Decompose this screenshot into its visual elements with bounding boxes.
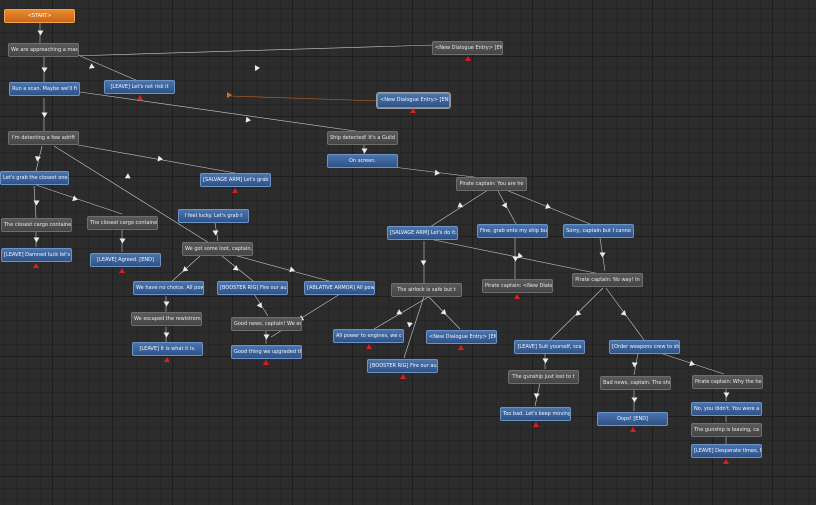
end-marker-icon — [458, 345, 464, 350]
dialogue-node[interactable]: [BOOSTER RIG] Fire our aux — [367, 359, 438, 373]
dialogue-node-end[interactable]: <New Dialogue Entry> [END] — [377, 93, 450, 108]
connector-arrow — [41, 112, 48, 118]
dialogue-node[interactable]: Pirate captain: No way! In — [572, 273, 643, 287]
dialogue-node[interactable]: [ABLATIVE ARMOR] All power — [304, 281, 375, 295]
connector-arrow — [631, 397, 638, 403]
dialogue-node[interactable]: No, you didn't. You were a — [691, 402, 762, 416]
dialogue-node[interactable]: [BOOSTER RIG] Fire our aux — [217, 281, 288, 295]
dialogue-node-end[interactable]: Too bad. Let's keep moving — [500, 407, 571, 421]
connector-arrow — [542, 358, 549, 364]
dialogue-node-end[interactable]: [LEAVE] Agreed. [END] — [90, 253, 161, 267]
dialogue-node[interactable]: Fine, grab onto my ship bu — [477, 224, 548, 238]
dialogue-node[interactable]: Sorry, captain but I canno — [563, 224, 634, 238]
end-marker-icon — [232, 188, 238, 193]
dialogue-node-end[interactable]: [LEAVE] Desperate times, N — [691, 444, 762, 458]
connector-arrow — [599, 252, 606, 258]
dialogue-node-end[interactable]: All power to engines, we c — [333, 329, 404, 343]
dialogue-node-end[interactable]: Good thing we upgraded the — [231, 345, 302, 359]
connector-arrow — [163, 301, 170, 307]
dialogue-node-end[interactable]: Oops! [END] — [597, 412, 668, 426]
connector-arrow — [361, 148, 368, 154]
connector-arrow — [245, 116, 252, 124]
end-marker-icon — [514, 294, 520, 299]
connector-arrow — [533, 393, 540, 399]
connector-arrow — [631, 362, 638, 368]
connector-arrow — [406, 322, 413, 328]
end-marker-icon — [119, 268, 125, 273]
start-node[interactable]: <START> — [4, 9, 75, 23]
dialogue-node[interactable]: [SALVAGE ARM] Let's do it. — [387, 226, 458, 240]
connector-arrow — [157, 155, 164, 163]
connector-arrow — [723, 392, 730, 398]
end-marker-icon — [465, 56, 471, 61]
connector-arrow — [33, 237, 40, 243]
end-marker-icon — [164, 357, 170, 362]
dialogue-node-end[interactable]: <New Dialogue Entry> [END] — [432, 41, 503, 55]
connector-arrow — [212, 230, 219, 236]
dialogue-node[interactable]: We escaped the rewlstrom, — [131, 312, 202, 326]
dialogue-node[interactable]: The gunship just lost to t — [508, 370, 579, 384]
dialogue-node[interactable]: Pirate captain: Why the he — [692, 375, 763, 389]
connector-arrow — [33, 200, 40, 206]
dialogue-node[interactable]: The gunship is leaving, ca — [691, 423, 762, 437]
dialogue-node[interactable]: [Order weapons crew to sho — [609, 340, 680, 354]
dialogue-node-end[interactable]: [LEAVE] Damned luck let's — [1, 248, 72, 262]
dialogue-node[interactable]: The airlock is safe but t — [391, 283, 462, 297]
connector-arrow — [119, 238, 126, 244]
dialogue-node[interactable]: The closest cargo containe — [1, 218, 72, 232]
dialogue-node-end[interactable]: <New Dialogue Entry> [END] — [426, 330, 497, 344]
connector-arrow — [420, 260, 427, 266]
dialogue-node-end[interactable]: [LEAVE] Let's not risk it — [104, 80, 175, 94]
connector-arrow — [37, 30, 44, 36]
connector-arrow — [254, 64, 261, 72]
dialogue-node[interactable]: I'm detecting a few adrift — [8, 131, 79, 145]
dialogue-node-end[interactable]: [SALVAGE ARM] Let's grab t — [200, 173, 271, 187]
end-marker-icon — [410, 108, 416, 113]
dialogue-node[interactable]: The closest cargo containe — [87, 216, 158, 230]
dialogue-node[interactable]: We have no choice. All pow — [133, 281, 204, 295]
dialogue-node[interactable]: Let's grab the closest one — [0, 171, 69, 185]
connector-arrow — [41, 67, 48, 73]
end-marker-icon — [630, 427, 636, 432]
end-marker-icon — [137, 95, 143, 100]
end-marker-icon — [366, 344, 372, 349]
connector-arrow — [34, 156, 41, 162]
dialogue-node-end[interactable]: [LEAVE] It is what it is. — [132, 342, 203, 356]
dialogue-node[interactable]: I feel lucky. Let's grab t — [178, 209, 249, 223]
dialogue-node[interactable]: Run a scan. Maybe we'll fi — [9, 82, 80, 96]
dialogue-node[interactable]: Good news, captain! We esca — [231, 317, 302, 331]
dialogue-node[interactable]: Ship detected! It's a Guild — [327, 131, 398, 145]
dialogue-node-end[interactable]: Pirate captain: <New Dialo — [482, 279, 553, 293]
connector-arrow — [434, 169, 441, 177]
connector-arrow — [163, 332, 170, 338]
end-marker-icon — [723, 459, 729, 464]
end-marker-icon — [263, 360, 269, 365]
end-marker-icon — [33, 263, 39, 268]
end-marker-icon — [533, 422, 539, 427]
connector-arrow — [227, 92, 232, 98]
dialogue-node[interactable]: Bad news, captain. The shot — [600, 376, 671, 390]
dialogue-node[interactable]: We are approaching a massi — [8, 43, 79, 57]
dialogue-node[interactable]: We got some loot, captain, — [182, 242, 253, 256]
dialogue-node[interactable]: On screen. — [327, 154, 398, 168]
dialogue-node[interactable]: [LEAVE] Suit yourself, sca — [514, 340, 585, 354]
connector-arrow — [263, 334, 270, 340]
end-marker-icon — [400, 374, 406, 379]
dialogue-node[interactable]: Pirate captain: You are he — [456, 177, 527, 191]
